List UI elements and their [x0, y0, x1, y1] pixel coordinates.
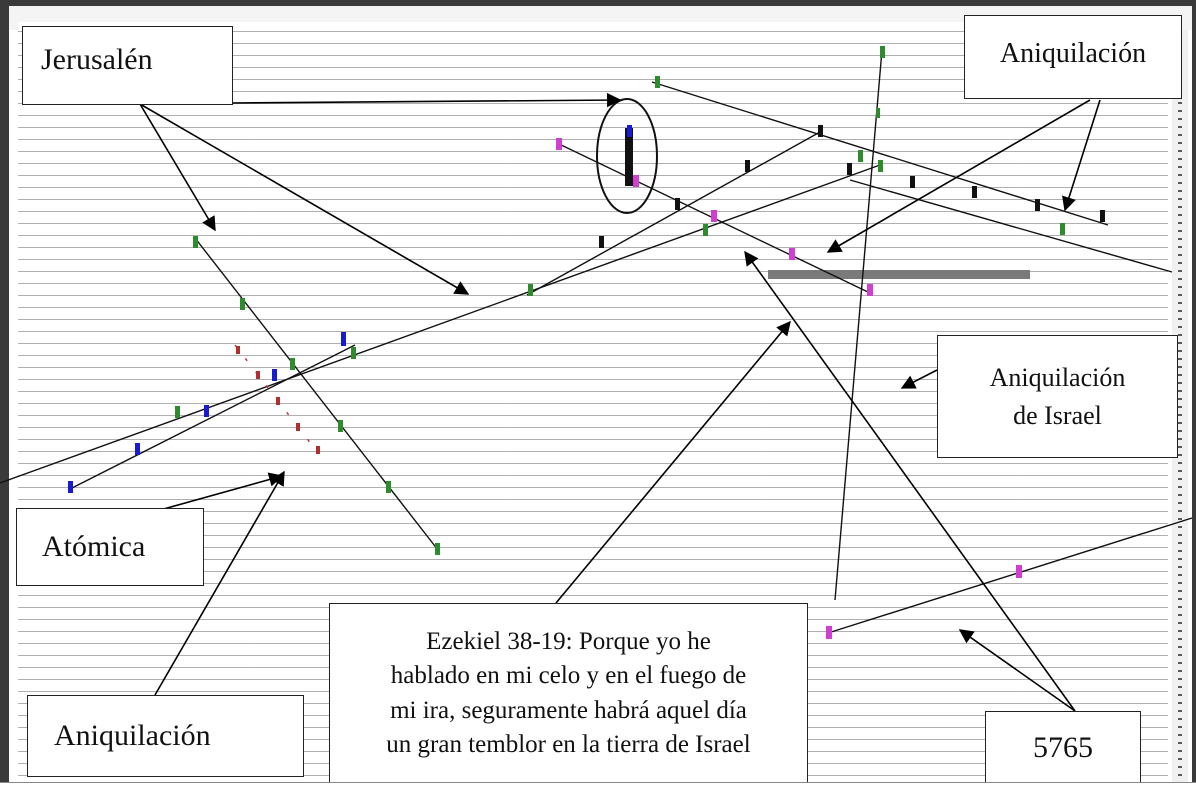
verse-line-1: Ezekiel 38-19: Porque yo he [426, 627, 711, 655]
label-atomica-text: Atómica [42, 530, 146, 563]
window-left-border [0, 0, 9, 791]
annotation-arrows [139, 92, 1101, 712]
verse-line-2: hablado en mi celo y en el fuego de [390, 662, 747, 689]
arrow-year-2 [958, 629, 1076, 712]
label-aniquilacion-israel-line2: de Israel [1013, 400, 1102, 430]
label-aniquilacion-top: Aniquilación [964, 15, 1182, 99]
label-atomica: Atómica [16, 508, 204, 586]
label-year-text: 5765 [1033, 731, 1093, 764]
label-jerusalen: Jerusalén [22, 26, 233, 105]
verse-line-3: mi ira, seguramente habrá aquel día [390, 696, 747, 724]
verse-box: Ezekiel 38-19: Porque yo he hablado en m… [329, 603, 808, 784]
arrow-year-1 [744, 250, 1076, 712]
arrow-aniquilacion-2 [826, 99, 1091, 253]
window-right-border [1192, 0, 1196, 791]
arrow-aniquilacion-bottom [154, 470, 285, 696]
verse-line-4: un gran temblor en la tierra de Israel [386, 731, 751, 758]
label-aniquilacion-israel-line1: Aniquilación [989, 362, 1126, 392]
label-jerusalen-text: Jerusalén [41, 43, 153, 76]
label-aniquilacion-top-text: Aniquilación [999, 38, 1147, 69]
label-aniquilacion-israel: Aniquilación de Israel [937, 335, 1178, 458]
arrow-jerusalen-1 [139, 103, 216, 232]
label-aniquilacion-bottom-text: Aniquilación [54, 719, 211, 752]
label-year: 5765 [985, 711, 1141, 785]
highlighted-column [625, 128, 633, 186]
arrow-aniquilacion-israel [900, 369, 938, 389]
label-aniquilacion-bottom: Aniquilación [27, 695, 304, 777]
window-top-border [0, 0, 1196, 6]
window-bottom-border [0, 782, 1196, 791]
arrow-verse [555, 320, 791, 604]
arrow-aniquilacion-1 [1062, 99, 1101, 212]
highlighted-letter-run [768, 270, 1030, 279]
arrow-jerusalen-2 [139, 103, 470, 295]
letter-markers [68, 46, 1105, 639]
vertical-scrollbar[interactable] [1172, 30, 1188, 782]
arrow-atomica [159, 472, 284, 511]
arrow-jerusalen-3 [231, 92, 622, 108]
highlight-ellipse [596, 98, 658, 214]
